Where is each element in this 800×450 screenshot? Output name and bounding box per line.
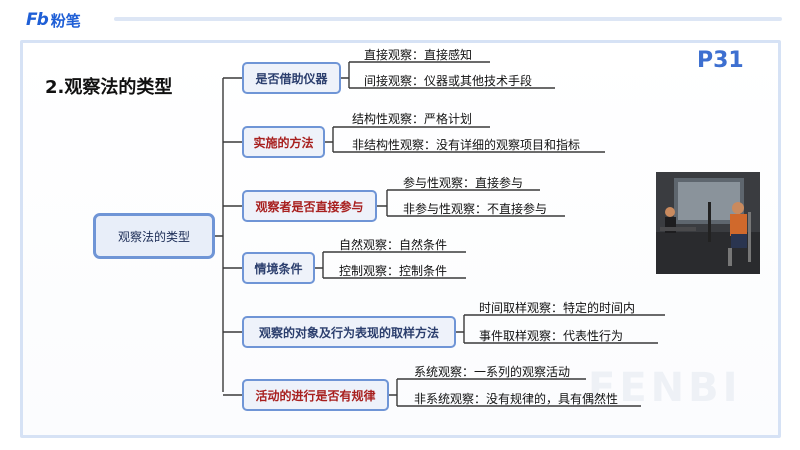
leaf-nonparticipant-observation: 非参与性观察：不直接参与 [403, 202, 548, 216]
page-number: P31 [697, 48, 744, 73]
branch-participation: 观察者是否直接参与 [242, 190, 377, 222]
branch-method: 实施的方法 [242, 126, 325, 158]
leaf-participant-observation: 参与性观察：直接参与 [403, 176, 524, 190]
branch-situation: 情境条件 [242, 252, 315, 284]
top-bar: Fb 粉笔 [0, 0, 800, 40]
leaf-nonsystematic-observation: 非系统观察：没有规律的，具有偶然性 [414, 392, 619, 406]
leaf-natural-observation: 自然观察：自然条件 [339, 238, 448, 252]
leaf-direct-observation: 直接观察：直接感知 [364, 48, 473, 62]
slide-title: 2.观察法的类型 [45, 77, 173, 98]
header-divider [114, 17, 782, 21]
leaf-connector-5 [456, 314, 665, 344]
mindmap-root: 观察法的类型 [93, 213, 215, 259]
leaf-connector-4 [315, 251, 466, 279]
logo-text: 粉笔 [50, 11, 81, 30]
logo-mark: Fb [26, 10, 49, 30]
leaf-event-sampling: 事件取样观察：代表性行为 [479, 329, 624, 343]
leaf-indirect-observation: 间接观察：仪器或其他技术手段 [364, 74, 533, 88]
branch-instrument: 是否借助仪器 [242, 62, 341, 94]
leaf-structured-observation: 结构性观察：严格计划 [352, 112, 473, 126]
leaf-connector-6 [389, 378, 641, 407]
leaf-connector-1 [341, 61, 555, 89]
leaf-time-sampling: 时间取样观察：特定的时间内 [479, 301, 636, 315]
observation-room-illustration [656, 172, 760, 274]
leaf-systematic-observation: 系统观察：一系列的观察活动 [414, 365, 571, 379]
watermark: FENBI [588, 365, 742, 411]
leaf-unstructured-observation: 非结构性观察：没有详细的观察项目和指标 [352, 138, 581, 152]
observation-room-photo [656, 172, 760, 274]
leaf-connector-2 [325, 126, 605, 153]
leaf-controlled-observation: 控制观察：控制条件 [339, 264, 448, 278]
branch-regularity: 活动的进行是否有规律 [242, 379, 389, 411]
trunk-connector [215, 78, 224, 392]
branch-sampling: 观察的对象及行为表现的取样方法 [242, 316, 456, 348]
leaf-connector-3 [377, 189, 565, 217]
fenbi-logo: Fb 粉笔 [26, 9, 81, 31]
